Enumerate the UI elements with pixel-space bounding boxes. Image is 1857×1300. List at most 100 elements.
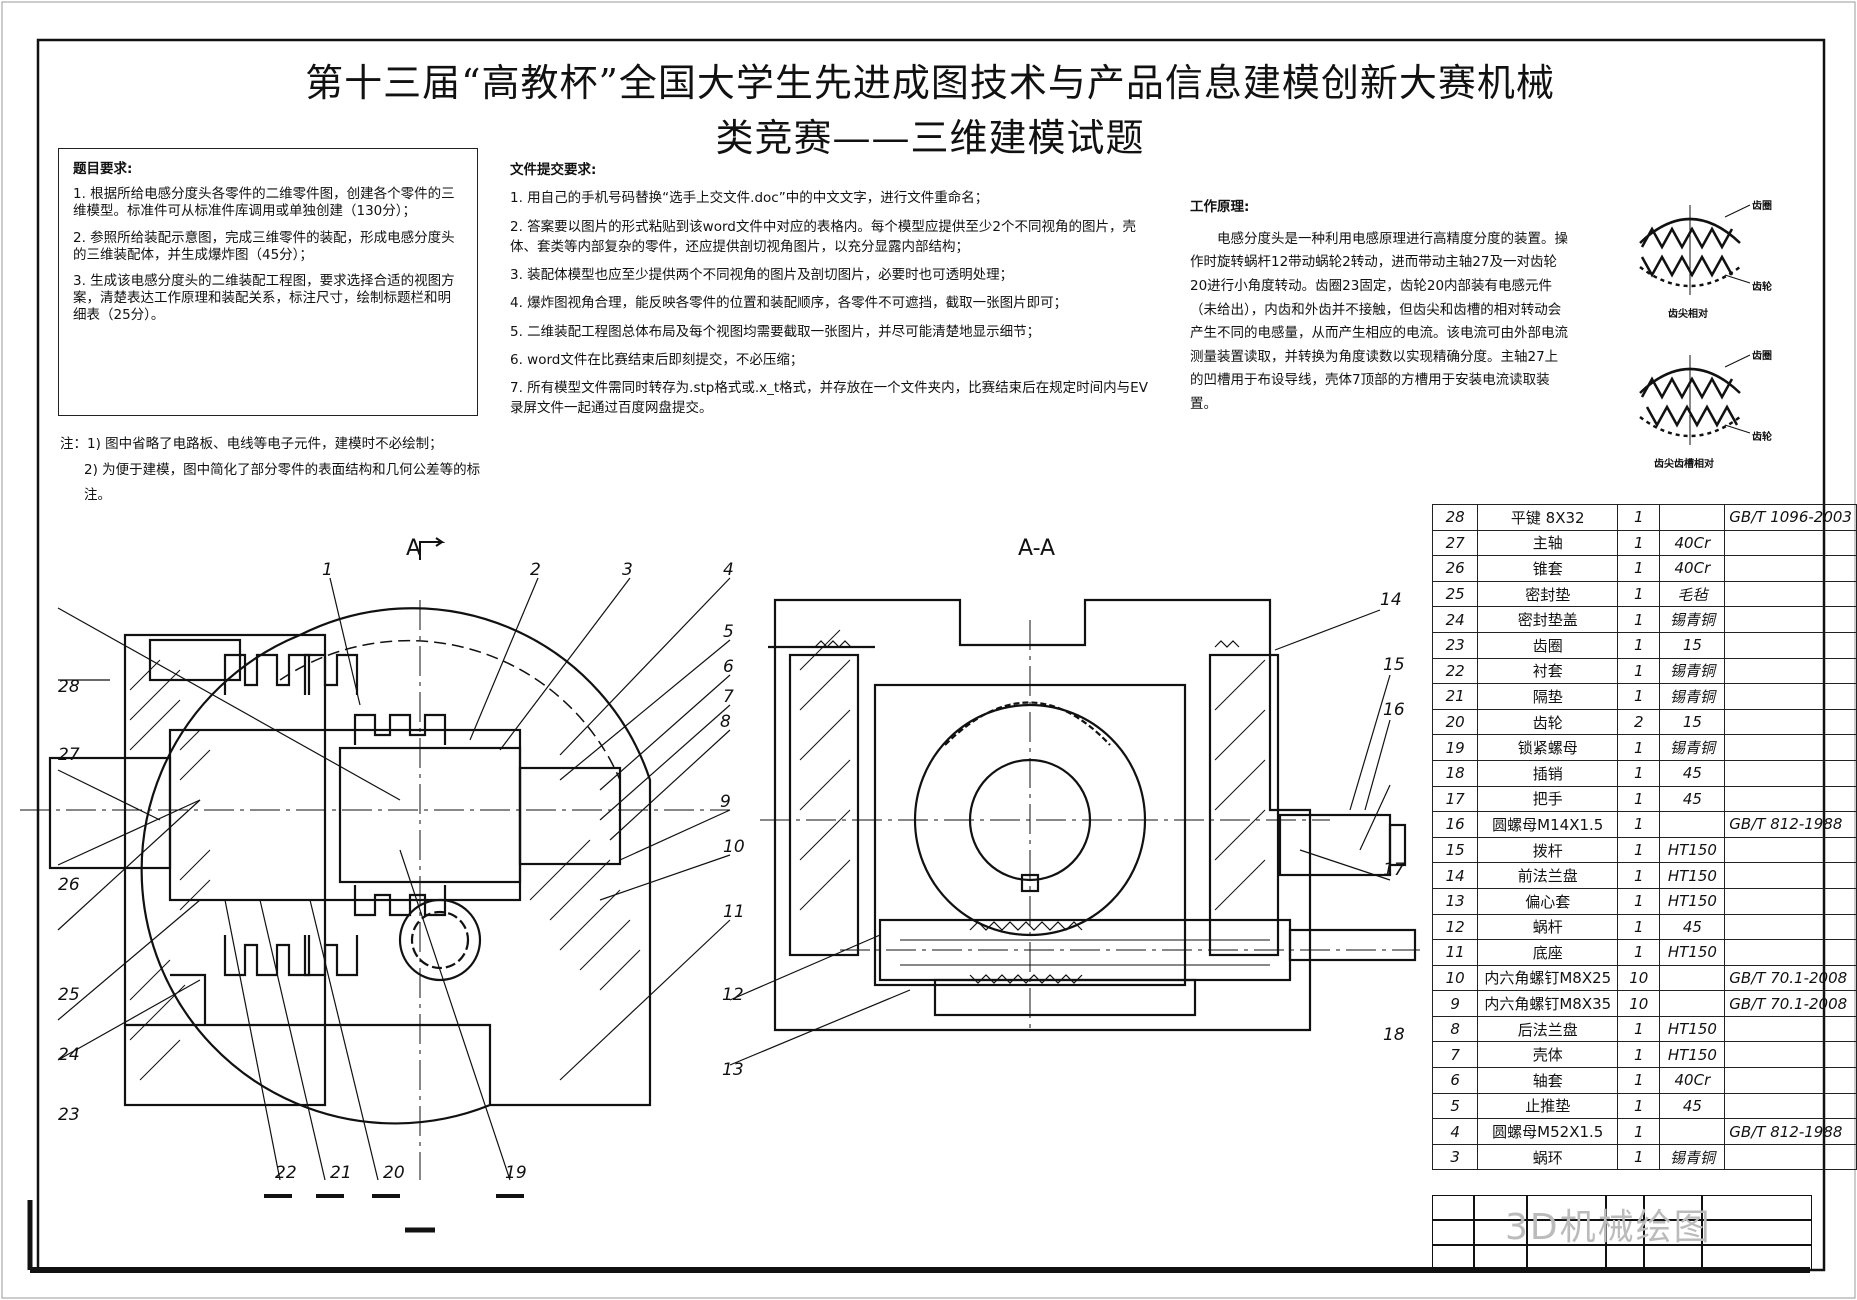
part-material: 45	[1659, 913, 1726, 941]
part-name: 偏心套	[1477, 887, 1619, 915]
assembly-drawing: A A-A	[20, 536, 1420, 1233]
submission-item: 4. 爆炸图视角合理，能反映各零件的位置和装配顺序，各零件不可遮挡，截取一张图片…	[510, 295, 1068, 312]
part-quantity: 1	[1617, 683, 1661, 710]
notes: 注：1) 图中省略了电路板、电线等电子元件，建模时不必绘制； 2) 为便于建模，…	[60, 432, 490, 509]
part-quantity: 1	[1617, 631, 1661, 659]
part-material	[1659, 1118, 1726, 1145]
part-name: 密封垫	[1477, 580, 1619, 608]
part-number: 17	[1431, 785, 1479, 813]
section-mark-a: A	[406, 536, 421, 561]
part-name: 把手	[1477, 785, 1619, 813]
watermark: 3D机械绘图	[1505, 1207, 1712, 1248]
part-material: HT150	[1659, 887, 1726, 915]
part-standard: GB/T 812-1988	[1724, 1118, 1857, 1145]
callout-24: 24	[58, 1045, 80, 1065]
part-name: 圆螺母M52X1.5	[1477, 1118, 1619, 1145]
part-material: HT150	[1659, 1041, 1726, 1069]
part-material	[1659, 504, 1726, 531]
part-standard	[1724, 606, 1857, 633]
part-name: 拨杆	[1477, 836, 1619, 864]
part-standard	[1724, 759, 1857, 787]
caption-tip-facing: 齿尖相对	[1668, 309, 1708, 320]
part-name: 隔垫	[1477, 683, 1619, 710]
callout-10: 10	[723, 837, 745, 857]
part-number: 9	[1431, 990, 1479, 1017]
work-principle-heading: 工作原理:	[1190, 199, 1250, 215]
callout-8: 8	[720, 712, 731, 732]
part-standard	[1724, 1143, 1857, 1171]
part-quantity: 10	[1617, 990, 1661, 1017]
part-quantity: 1	[1617, 836, 1661, 864]
part-number: 14	[1431, 862, 1479, 889]
part-quantity: 2	[1617, 708, 1661, 736]
part-material: HT150	[1659, 862, 1726, 889]
part-quantity: 1	[1617, 580, 1661, 608]
part-quantity: 1	[1617, 504, 1661, 531]
callout-16: 16	[1383, 700, 1405, 720]
part-material: 15	[1659, 708, 1726, 736]
left-view-leaders	[57, 577, 731, 1181]
part-quantity: 1	[1617, 811, 1661, 838]
part-material: 毛毡	[1659, 580, 1726, 608]
submission-item: 3. 装配体模型也应至少提供两个不同视角的图片及剖切图片，必要时也可透明处理；	[510, 267, 1014, 283]
part-quantity: 1	[1617, 887, 1661, 915]
callout-5: 5	[723, 622, 734, 642]
callout-25: 25	[58, 985, 80, 1005]
callout-22: 22	[275, 1163, 297, 1183]
part-standard	[1724, 1067, 1857, 1094]
callout-26: 26	[58, 875, 80, 895]
callout-20: 20	[383, 1163, 405, 1183]
part-number: 16	[1431, 811, 1479, 838]
part-standard	[1724, 580, 1857, 608]
part-quantity: 1	[1617, 913, 1661, 941]
part-material: 40Cr	[1659, 555, 1726, 582]
submission-item: 1. 用自己的手机号码替换“选手上交文件.doc”中的中文文字，进行文件重命名；	[510, 190, 989, 207]
part-material: 锡青铜	[1659, 734, 1726, 761]
part-quantity: 1	[1617, 1067, 1661, 1094]
tooth-tip-groove-facing-diagram	[1639, 354, 1751, 445]
callout-3: 3	[622, 560, 633, 580]
part-quantity: 1	[1617, 657, 1661, 685]
part-quantity: 1	[1617, 1092, 1661, 1120]
part-material	[1659, 811, 1726, 838]
part-quantity: 1	[1617, 785, 1661, 813]
callout-23: 23	[58, 1105, 80, 1125]
right-view-leaders	[729, 609, 1391, 1066]
part-number: 24	[1431, 606, 1479, 633]
ring-label: 齿圈	[1752, 201, 1772, 212]
callout-17: 17	[1383, 860, 1405, 880]
part-name: 圆螺母M14X1.5	[1477, 811, 1619, 838]
gear-principle-diagram	[1639, 204, 1751, 445]
note-item: 注：1) 图中省略了电路板、电线等电子元件，建模时不必绘制；	[60, 436, 443, 452]
part-material: 40Cr	[1659, 529, 1726, 557]
callout-28: 28	[58, 677, 80, 697]
part-standard	[1724, 887, 1857, 915]
part-name: 前法兰盘	[1477, 862, 1619, 889]
part-material: 15	[1659, 631, 1726, 659]
part-standard: GB/T 70.1-2008	[1724, 964, 1857, 992]
part-number: 12	[1431, 913, 1479, 941]
part-number: 15	[1431, 836, 1479, 864]
submission-item: 6. word文件在比赛结束后即刻提交，不必压缩；	[510, 351, 804, 368]
part-number: 18	[1431, 759, 1479, 787]
part-standard	[1724, 657, 1857, 685]
submission-item: 7. 所有模型文件需同时转存为.stp格式或.x_t格式，并存放在一个文件夹内，…	[510, 380, 1148, 417]
requirement-item: 2. 参照所给装配示意图，完成三维零件的装配，形成电感分度头的三维装配体，并生成…	[73, 229, 455, 263]
title-block	[1432, 1195, 1812, 1271]
part-standard	[1724, 1015, 1857, 1043]
part-standard	[1724, 708, 1857, 736]
part-standard: GB/T 70.1-2008	[1724, 990, 1857, 1017]
part-name: 轴套	[1477, 1067, 1619, 1094]
part-standard	[1724, 734, 1857, 761]
